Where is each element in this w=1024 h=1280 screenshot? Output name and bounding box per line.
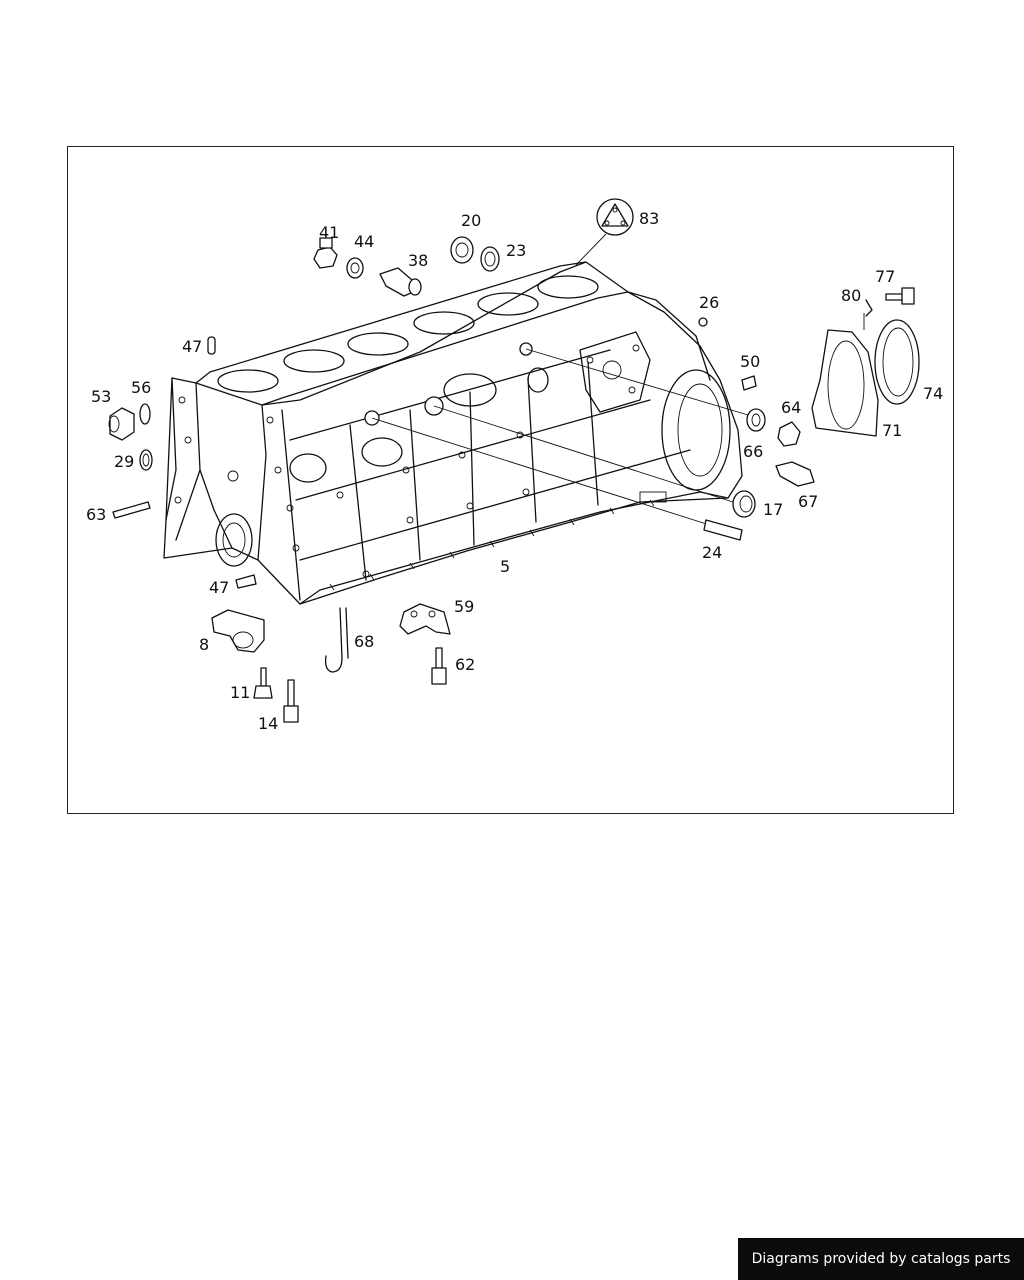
callout-83: 83 [639, 209, 659, 228]
callout-63: 63 [86, 505, 106, 524]
callout-44: 44 [354, 232, 374, 251]
callout-23: 23 [506, 241, 526, 260]
callout-66: 66 [743, 442, 763, 461]
leader-lines [371, 233, 865, 528]
callout-labels: 5 8 11 14 17 20 23 24 26 29 38 41 44 47 … [86, 209, 943, 733]
callout-41: 41 [319, 223, 339, 242]
callout-77: 77 [875, 267, 895, 286]
callout-68: 68 [354, 632, 374, 651]
callout-38: 38 [408, 251, 428, 270]
callout-20: 20 [461, 211, 481, 230]
callout-53: 53 [91, 387, 111, 406]
credit-text: Diagrams provided by catalogs parts [751, 1251, 1011, 1267]
callout-47-top: 47 [182, 337, 202, 356]
callout-64: 64 [781, 398, 801, 417]
callout-74: 74 [923, 384, 943, 403]
diagram-frame [67, 146, 954, 814]
callout-14: 14 [258, 714, 278, 733]
callout-80: 80 [841, 286, 861, 305]
callout-8: 8 [199, 635, 209, 654]
callout-17: 17 [763, 500, 783, 519]
callout-50: 50 [740, 352, 760, 371]
credit-banner: Diagrams provided by catalogs parts [738, 1238, 1024, 1280]
callout-5: 5 [500, 557, 510, 576]
engine-block [163, 261, 743, 605]
callout-29: 29 [114, 452, 134, 471]
small-parts [108, 198, 920, 723]
callout-59: 59 [454, 597, 474, 616]
callout-24: 24 [702, 543, 722, 562]
callout-71: 71 [882, 421, 902, 440]
callout-11: 11 [230, 683, 250, 702]
callout-26: 26 [699, 293, 719, 312]
callout-47-bottom: 47 [209, 578, 229, 597]
callout-56: 56 [131, 378, 151, 397]
callout-67: 67 [798, 492, 818, 511]
callout-62: 62 [455, 655, 475, 674]
